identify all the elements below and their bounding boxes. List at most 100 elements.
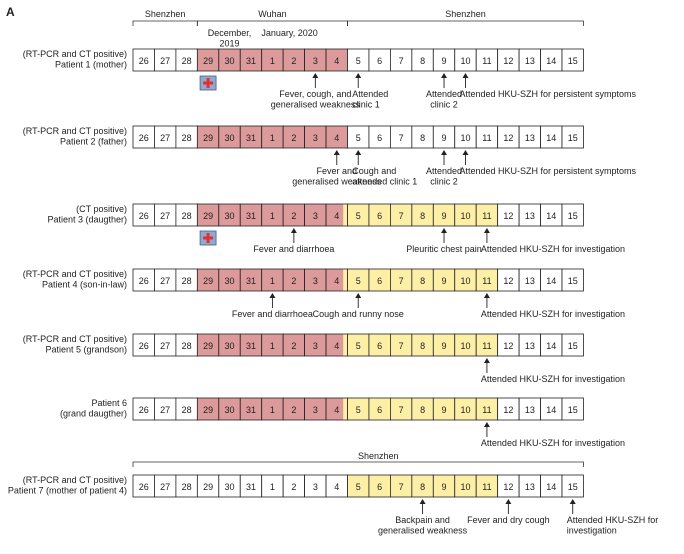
day-number: 29	[203, 56, 213, 66]
day-cell	[347, 398, 369, 420]
day-number: 14	[546, 482, 556, 492]
day-cell	[497, 204, 520, 226]
event-arrow-head	[333, 150, 340, 155]
day-number: 8	[420, 211, 425, 221]
event-label: Attended HKU-SZH for investigation	[481, 309, 625, 319]
day-cell	[347, 269, 369, 291]
day-cell	[197, 126, 219, 148]
event-label-line: Fever, cough, and	[279, 89, 351, 99]
day-cell	[476, 398, 498, 420]
day-cell	[154, 334, 176, 356]
day-number: 11	[482, 56, 491, 66]
day-cell	[218, 49, 241, 71]
day-cell	[283, 126, 305, 148]
event-arrow-head	[355, 73, 362, 78]
day-cell	[326, 475, 348, 497]
day-number: 11	[482, 405, 491, 415]
day-number: 3	[313, 276, 318, 286]
day-cell	[390, 269, 412, 291]
day-number: 2	[291, 133, 296, 143]
day-cell	[411, 204, 434, 226]
day-cell	[562, 126, 584, 148]
day-cell	[175, 49, 198, 71]
day-number: 1	[270, 133, 275, 143]
day-cell-border	[561, 333, 584, 357]
day-number: 4	[334, 56, 339, 66]
patient-label-line: (RT-PCR and CT positive)	[23, 334, 127, 344]
day-cell	[390, 204, 412, 226]
day-number: 6	[377, 56, 382, 66]
day-number: 10	[460, 341, 470, 351]
day-number: 13	[525, 482, 535, 492]
day-number: 7	[399, 341, 404, 351]
event-arrow-head	[312, 73, 319, 78]
day-cell	[283, 269, 305, 291]
day-number: 26	[139, 276, 149, 286]
event-label: Fever and diarrhoea	[253, 244, 334, 254]
day-number: 8	[420, 276, 425, 286]
event-arrow-head	[462, 73, 469, 78]
event-arrow-head	[483, 422, 490, 427]
day-number: 5	[356, 56, 361, 66]
day-cell	[261, 126, 284, 148]
day-cell	[476, 49, 498, 71]
day-cell	[497, 475, 520, 497]
day-cell	[261, 334, 284, 356]
day-cell	[133, 49, 155, 71]
day-number: 9	[442, 133, 447, 143]
day-cell	[261, 204, 284, 226]
day-cell	[390, 398, 412, 420]
day-number: 9	[442, 405, 447, 415]
event-arrow-head	[290, 228, 297, 233]
figure-label: A	[6, 5, 15, 19]
day-number: 29	[203, 211, 213, 221]
month-label-line: January, 2020	[261, 28, 317, 38]
day-number: 13	[525, 56, 535, 66]
event-label-line: Attended	[426, 89, 462, 99]
day-cell-border	[561, 203, 584, 227]
day-cell	[519, 49, 541, 71]
day-number: 29	[203, 482, 213, 492]
patient-label-line: (RT-PCR and CT positive)	[23, 126, 127, 136]
day-number: 10	[460, 276, 470, 286]
day-cell-border	[561, 474, 584, 498]
day-number: 9	[442, 341, 447, 351]
day-cell	[562, 269, 584, 291]
day-cell	[540, 475, 562, 497]
day-number: 3	[313, 211, 318, 221]
day-number: 27	[160, 133, 170, 143]
day-number: 11	[482, 211, 491, 221]
day-cell	[283, 49, 305, 71]
day-cell	[197, 398, 219, 420]
day-number: 4	[334, 133, 339, 143]
day-number: 9	[442, 211, 447, 221]
day-cell	[519, 269, 541, 291]
day-number: 2	[291, 276, 296, 286]
patient-label: Patient 6(grand daugther)	[60, 398, 127, 419]
day-cell-fill-symptomatic	[343, 334, 348, 356]
day-number: 10	[460, 133, 470, 143]
patient-label: (RT-PCR and CT positive)Patient 4 (son-i…	[23, 269, 127, 290]
day-number: 13	[525, 133, 535, 143]
event-arrow-head	[569, 499, 576, 504]
day-number: 8	[420, 56, 425, 66]
day-cell	[154, 126, 176, 148]
day-cell	[197, 49, 219, 71]
patient-label-line: Patient 1 (mother)	[55, 60, 127, 70]
day-number: 15	[568, 341, 578, 351]
day-cell	[240, 398, 262, 420]
day-number: 10	[460, 56, 470, 66]
day-cell	[476, 204, 498, 226]
event-arrow-head	[483, 358, 490, 363]
day-number: 31	[246, 211, 256, 221]
day-cell-fill-wuhan	[326, 204, 348, 226]
event-label-line: Backpain and	[395, 515, 450, 525]
day-number: 31	[246, 405, 256, 415]
day-cell	[562, 334, 584, 356]
day-number: 12	[503, 405, 513, 415]
day-cell	[261, 269, 284, 291]
day-cell	[411, 334, 434, 356]
patient-row: (RT-PCR and CT positive)Patient 5 (grand…	[23, 333, 625, 384]
